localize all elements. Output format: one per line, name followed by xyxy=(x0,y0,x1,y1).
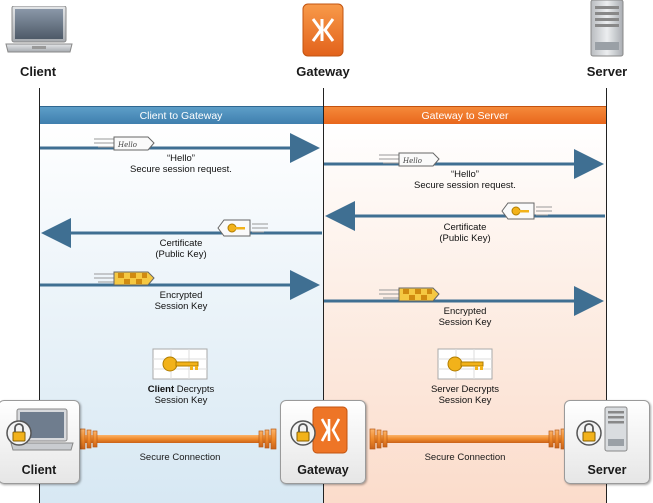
msg-cert-2: Certificate(Public Key) xyxy=(439,222,491,244)
secure-connection-left-label: Secure Connection xyxy=(139,452,221,463)
locked-laptop-icon xyxy=(6,408,74,451)
bottom-client-label: Client xyxy=(21,463,57,477)
key-envelope-gateway-icon xyxy=(217,219,268,237)
gateway-label: Gateway xyxy=(296,64,350,79)
client-label: Client xyxy=(19,64,57,79)
secure-cables xyxy=(79,428,567,450)
svg-text:Hello: Hello xyxy=(402,157,422,165)
laptop-icon xyxy=(5,6,73,53)
client-lifeline xyxy=(39,88,40,503)
cable-client-gateway xyxy=(80,435,276,443)
gateway-lifeline xyxy=(323,88,324,503)
secure-connection-right-label: Secure Connection xyxy=(424,452,506,463)
msg-cert-1: Certificate(Public Key) xyxy=(155,238,207,260)
locked-gateway-icon xyxy=(290,406,348,454)
cable-gateway-server xyxy=(370,435,566,443)
msg-client-decrypts: Client Decrypts Session Key xyxy=(147,384,215,406)
decrypt-key-client-icon xyxy=(152,348,208,380)
decrypt-key-server-icon xyxy=(437,348,493,380)
key-envelope-server-icon xyxy=(501,202,552,220)
bottom-server-label: Server xyxy=(587,463,627,477)
server-lifeline xyxy=(606,88,607,503)
msg-hello-2: “Hello”Secure session request. xyxy=(414,169,516,191)
encrypted-envelope-icon xyxy=(94,271,155,286)
bottom-server-box: Server xyxy=(564,400,650,484)
server-label: Server xyxy=(586,64,628,79)
hello-envelope-2-icon: Hello xyxy=(379,152,440,167)
bottom-client-box: Client xyxy=(0,400,80,484)
bottom-gateway-box: Gateway xyxy=(280,400,366,484)
locked-server-icon xyxy=(576,406,628,452)
svg-text:Hello: Hello xyxy=(117,141,137,149)
bottom-gateway-label: Gateway xyxy=(297,463,349,477)
encrypted-envelope-2-icon xyxy=(379,287,440,302)
lane-header-gateway-to-server: Gateway to Server xyxy=(323,106,607,124)
lane-header-client-to-gateway: Client to Gateway xyxy=(39,106,323,124)
gateway-logo-icon xyxy=(302,3,344,57)
msg-hello-1: “Hello”Secure session request. xyxy=(130,153,232,175)
server-tower-icon xyxy=(590,0,624,57)
hello-envelope-icon: Hello xyxy=(94,136,155,151)
